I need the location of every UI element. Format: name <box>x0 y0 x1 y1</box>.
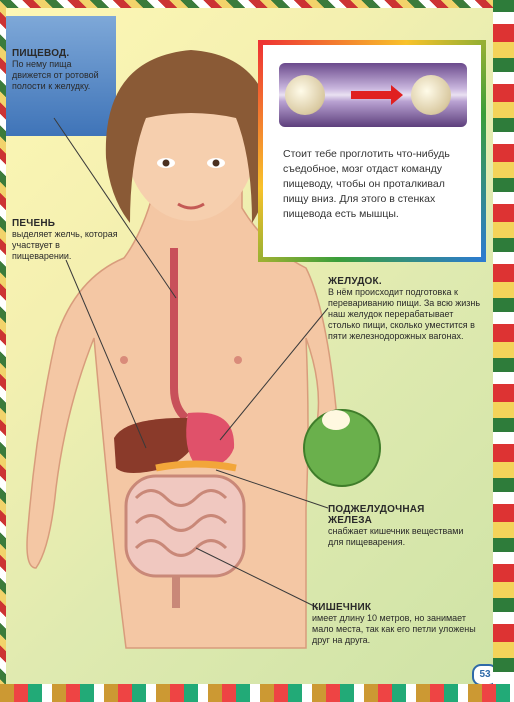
decorative-pattern-right <box>493 0 514 702</box>
apple-bite <box>322 410 350 430</box>
label-pancreas-title: ПОДЖЕЛУДОЧНАЯ ЖЕЛЕЗА <box>328 504 468 526</box>
label-pancreas: ПОДЖЕЛУДОЧНАЯ ЖЕЛЕЗА снабжает кишечник в… <box>328 504 468 548</box>
label-pancreas-desc: снабжает кишечник веществами для пищевар… <box>328 526 468 548</box>
esophagus-tube-diagram <box>279 63 467 127</box>
label-esophagus-desc: По нему пища движется от ротовой полости… <box>12 59 100 92</box>
label-esophagus: ПИЩЕВОД. По нему пища движется от ротово… <box>12 48 100 92</box>
label-liver: ПЕЧЕНЬ выделяет желчь, которая участвует… <box>12 218 120 262</box>
pancreas <box>156 464 236 468</box>
red-arrow-icon <box>351 91 393 99</box>
page-number: 53 <box>472 664 493 684</box>
label-stomach-desc: В нём происходит подготовка к переварива… <box>328 287 488 342</box>
label-stomach: ЖЕЛУДОК. В нём происходит подготовка к п… <box>328 276 488 342</box>
inset-caption: Стоит тебе проглотить что-нибудь съедобн… <box>283 147 463 222</box>
label-liver-desc: выделяет желчь, которая участвует в пище… <box>12 229 120 262</box>
food-bolus-left <box>285 75 325 115</box>
label-intestine-desc: имеет длину 10 метров, но занимает мало … <box>312 613 482 646</box>
label-liver-title: ПЕЧЕНЬ <box>12 218 120 229</box>
esophagus-inset-panel: Стоит тебе проглотить что-нибудь съедобн… <box>258 40 486 262</box>
label-intestine-title: КИШЕЧНИК <box>312 602 482 613</box>
food-bolus-right <box>411 75 451 115</box>
book-page: Стоит тебе проглотить что-нибудь съедобн… <box>6 8 493 684</box>
label-intestine: КИШЕЧНИК имеет длину 10 метров, но заним… <box>312 602 482 646</box>
label-esophagus-title: ПИЩЕВОД. <box>12 48 100 59</box>
decorative-pattern-bottom <box>0 684 514 702</box>
label-stomach-title: ЖЕЛУДОК. <box>328 276 488 287</box>
